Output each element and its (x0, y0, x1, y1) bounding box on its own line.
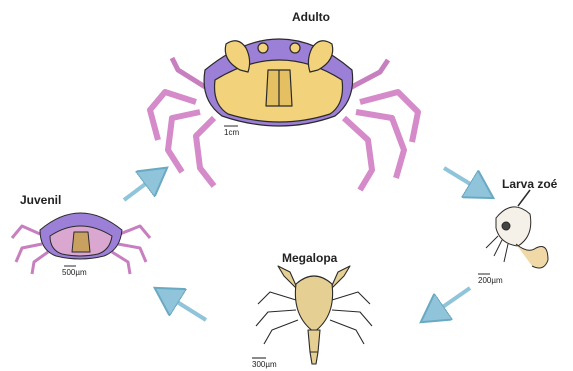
megalopa-scale-label: 300µm (252, 360, 277, 369)
arrow-adult-to-zoea (444, 168, 490, 196)
adult-label: Adulto (292, 10, 330, 24)
juvenile-scale-label: 500µm (62, 268, 87, 277)
adult-crab-illustration (150, 39, 418, 190)
zoea-label: Larva zoé (502, 177, 557, 191)
zoea-larva-illustration (478, 190, 548, 274)
arrow-juvenile-to-adult (124, 170, 164, 200)
arrow-zoea-to-megalopa (424, 288, 470, 320)
megalopa-label: Megalopa (282, 251, 337, 265)
adult-scale-label: 1cm (224, 128, 239, 137)
arrow-megalopa-to-juvenile (158, 290, 206, 320)
megalopa-illustration (252, 266, 372, 364)
zoea-scale-label: 200µm (478, 276, 503, 285)
juvenile-crab-illustration (12, 213, 150, 274)
juvenile-label: Juvenil (20, 193, 61, 207)
